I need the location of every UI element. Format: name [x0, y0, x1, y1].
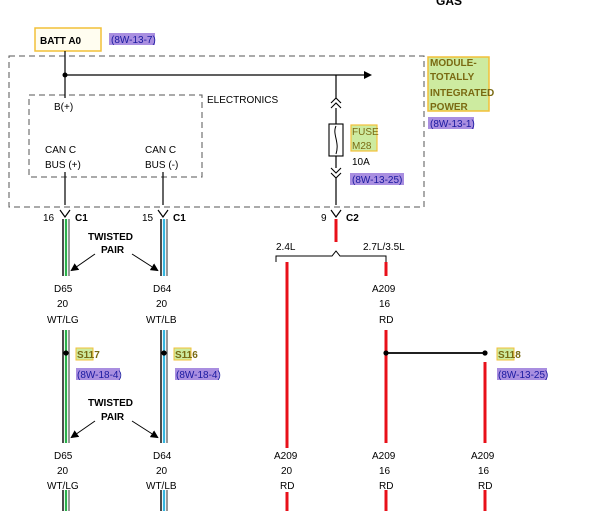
twisted-pair-upper-l2: PAIR — [101, 245, 125, 256]
a209-24-color: RD — [280, 481, 294, 492]
d64-wire-lower — [160, 330, 168, 511]
s116-highlight — [173, 347, 192, 361]
module-name-line4: POWER — [430, 102, 469, 113]
twisted-pair-upper-l1: TWISTED — [88, 232, 133, 243]
fuse-top-chevrons — [330, 97, 342, 109]
d64-bot-gauge: 20 — [156, 466, 168, 477]
splice-s116-dot — [161, 350, 167, 356]
d64-bot-circuit: D64 — [153, 451, 172, 462]
branch-left-label: 2.4L — [276, 242, 296, 253]
branch-right-label: 2.7L/3.5L — [363, 242, 405, 253]
module-name-line1: MODULE- — [430, 58, 477, 69]
bplus-label: B(+) — [54, 102, 73, 113]
splice-s117-dot — [63, 350, 69, 356]
c1-pin-16-terminal — [59, 209, 71, 219]
twisted-pair-lower-l2: PAIR — [101, 412, 125, 423]
d65-top-color: WT/LG — [47, 315, 79, 326]
batt-ref[interactable]: (8W-13-7) — [111, 35, 156, 46]
a209-s118-color: RD — [478, 481, 492, 492]
a209-s118-gauge: 16 — [478, 466, 490, 477]
can-neg-label-2: BUS (-) — [145, 160, 178, 171]
d65-wire-lower — [62, 330, 70, 511]
twisted-pair-lower-l1: TWISTED — [88, 398, 133, 409]
d64-bot-color: WT/LB — [146, 481, 177, 492]
batt-label: BATT A0 — [40, 36, 82, 47]
a209-mid-circuit: A209 — [372, 451, 396, 462]
can-neg-label-1: CAN C — [145, 145, 176, 156]
d65-wire-upper — [62, 219, 70, 276]
batt-label-box — [34, 27, 102, 52]
c2-label: C2 — [346, 213, 359, 224]
s118-ref[interactable]: (8W-13-25) — [498, 370, 548, 381]
s117-ref-highlight — [76, 368, 120, 380]
d64-top-circuit: D64 — [153, 284, 172, 295]
s116-ref[interactable]: (8W-18-4) — [176, 370, 221, 381]
fuse-bottom-chevrons — [330, 167, 342, 179]
twisted-pair-upper-arrow-right — [131, 253, 159, 272]
c1-pin-16: 16 — [43, 213, 55, 224]
c1-label-a: C1 — [75, 213, 88, 224]
s118-label: S118 — [498, 350, 521, 361]
c1-label-b: C1 — [173, 213, 186, 224]
d65-bot-circuit: D65 — [54, 451, 73, 462]
c1-pin-15-terminal — [157, 209, 169, 219]
twisted-pair-lower-arrow-right — [131, 420, 159, 439]
fuse-ref-highlight — [350, 173, 404, 185]
twisted-pair-upper-arrow-left — [70, 253, 96, 272]
module-ref[interactable]: (8W-13-1) — [430, 119, 475, 130]
a209-mid-gauge: 16 — [379, 466, 391, 477]
a209-s118-circuit: A209 — [471, 451, 495, 462]
header-title: GAS — [436, 0, 462, 8]
module-name-line3: INTEGRATED — [430, 88, 494, 99]
s118-highlight — [496, 347, 515, 361]
fuse-label-1: FUSE — [352, 127, 379, 138]
d65-top-circuit: D65 — [54, 284, 73, 295]
d64-top-color: WT/LB — [146, 315, 177, 326]
engine-option-branch — [275, 250, 387, 262]
d64-wire-upper — [160, 219, 168, 276]
twisted-pair-lower-arrow-left — [70, 420, 96, 439]
s118-ref-highlight — [497, 368, 547, 380]
module-name-box — [427, 56, 490, 112]
can-pos-label-2: BUS (+) — [45, 160, 81, 171]
fuse-ref[interactable]: (8W-13-25) — [352, 175, 402, 186]
c2-pin-9: 9 — [321, 213, 327, 224]
a209-2-4l-label-bg — [266, 448, 308, 492]
can-pos-label-1: CAN C — [45, 145, 76, 156]
s117-ref[interactable]: (8W-18-4) — [77, 370, 122, 381]
c2-pin-9-terminal — [330, 209, 342, 219]
splice-s118-dot — [482, 350, 488, 356]
d64-top-gauge: 20 — [156, 299, 168, 310]
fuse-element — [334, 125, 338, 155]
d65-top-gauge: 20 — [57, 299, 69, 310]
d65-bot-color: WT/LG — [47, 481, 79, 492]
fuse-label-box — [350, 124, 378, 152]
batt-ref-highlight — [109, 33, 155, 45]
electronics-boundary — [28, 94, 203, 178]
module-name-line2: TOTALLY — [430, 72, 475, 83]
s117-label: S117 — [77, 350, 100, 361]
a209-top-color: RD — [379, 315, 393, 326]
c1-pin-15: 15 — [142, 213, 154, 224]
a209-24-circuit: A209 — [274, 451, 298, 462]
module-boundary — [8, 55, 425, 208]
module-ref-highlight — [428, 117, 474, 129]
fuse-label-2: M28 — [352, 141, 372, 152]
s116-ref-highlight — [175, 368, 219, 380]
a209-top-gauge: 16 — [379, 299, 391, 310]
electronics-label: ELECTRONICS — [207, 95, 278, 106]
s116-label: S116 — [175, 350, 198, 361]
a209-top-circuit: A209 — [372, 284, 396, 295]
a209-24-gauge: 20 — [281, 466, 293, 477]
fuse-rating: 10A — [352, 157, 370, 168]
a209-mid-color: RD — [379, 481, 393, 492]
d65-bot-gauge: 20 — [57, 466, 69, 477]
s117-highlight — [75, 347, 94, 361]
